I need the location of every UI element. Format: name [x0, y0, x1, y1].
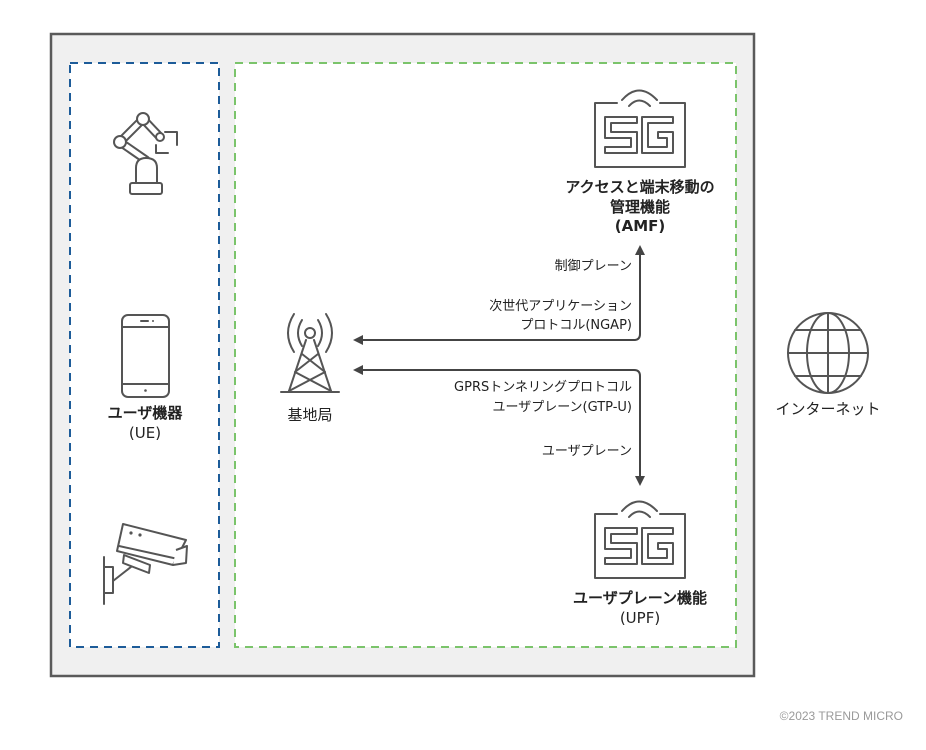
internet-label: インターネット	[775, 400, 880, 418]
upf-label-line2: (UPF)	[620, 609, 660, 627]
arrowhead-left	[353, 365, 363, 375]
gtpu-protocol-line2: ユーザプレーン(GTP-U)	[492, 400, 632, 415]
base-station-label: 基地局	[287, 406, 332, 424]
network-group-box	[234, 62, 737, 648]
security-camera-icon	[103, 523, 188, 605]
upf-label-line1: ユーザプレーン機能	[573, 589, 707, 607]
amf-label-line1: アクセスと端末移動の	[565, 178, 714, 196]
gtpu-protocol-line1: GPRSトンネリングプロトコル	[454, 380, 632, 395]
ue-group-box	[69, 62, 220, 648]
arrowhead-left	[353, 335, 363, 345]
cell-tower-icon	[280, 313, 340, 393]
amf-5g-icon	[594, 89, 686, 168]
ngap-connection-arrow	[353, 245, 645, 345]
upf-5g-icon	[594, 500, 686, 579]
ngap-plane-label: 制御プレーン	[555, 259, 632, 274]
arrowhead-down	[635, 476, 645, 486]
amf-label-line3: (AMF)	[615, 217, 666, 235]
ue-label-line2: (UE)	[129, 424, 161, 442]
amf-label-line2: 管理機能	[610, 198, 670, 216]
gtpu-connection-arrow	[353, 365, 645, 486]
smartphone-icon	[121, 314, 170, 398]
ngap-protocol-line2: プロトコル(NGAP)	[520, 318, 632, 333]
robot-arm-icon	[113, 112, 178, 195]
copyright-text: ©2023 TREND MICRO	[780, 709, 903, 723]
gtpu-plane-label: ユーザプレーン	[542, 444, 632, 459]
globe-icon	[787, 312, 869, 394]
arrowhead-up	[635, 245, 645, 255]
ue-label-line1: ユーザ機器	[108, 404, 184, 422]
ngap-protocol-line1: 次世代アプリケーション	[489, 298, 632, 314]
